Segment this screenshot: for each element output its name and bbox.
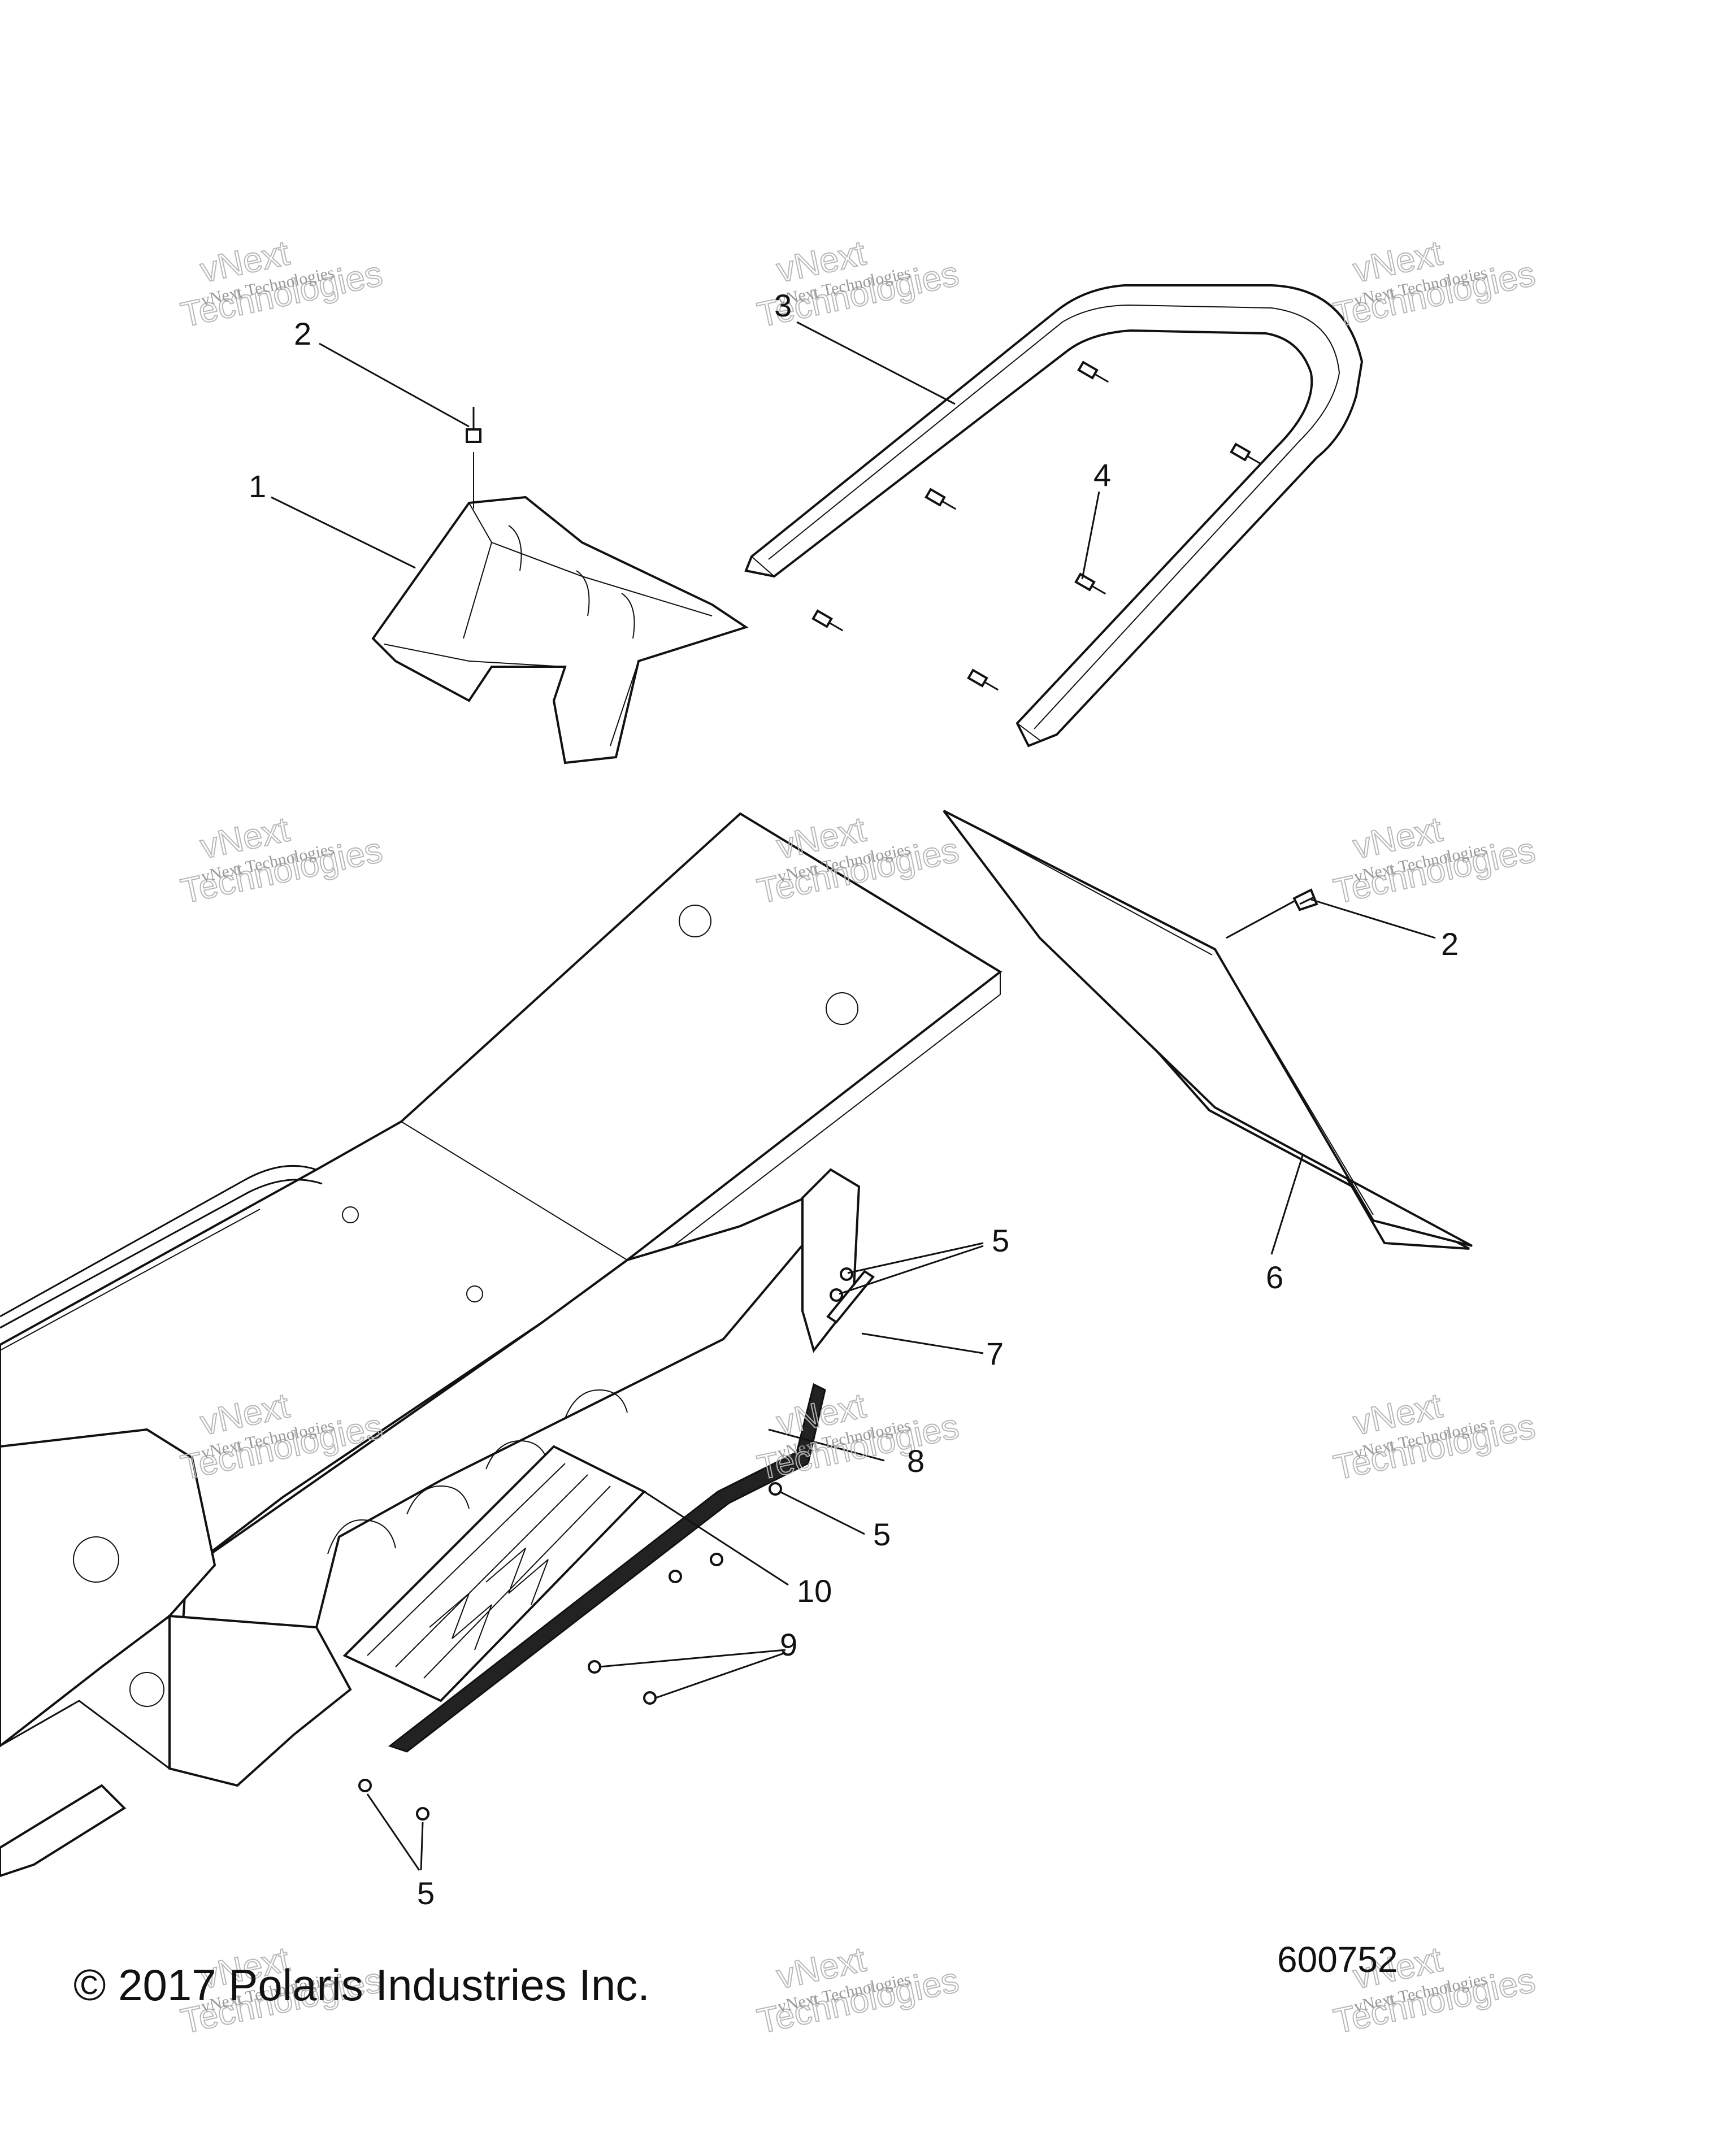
watermark: vNext Technologies vNext Technologies	[753, 1385, 962, 1488]
watermark: vNext Technologies vNext Technologies	[177, 233, 386, 335]
watermark: vNext Technologies vNext Technologies	[177, 809, 386, 911]
part-7-clip	[826, 1270, 875, 1324]
copyright: © 2017 Polaris Industries Inc.	[73, 1960, 650, 2010]
part-2-bolt-top	[466, 407, 481, 509]
part-8-runner	[388, 1383, 826, 1753]
watermark: vNext Technologies vNext Technologies	[753, 1939, 962, 2041]
figure-number: 600752	[1277, 1939, 1398, 1980]
callout-5-mid: 5	[873, 1517, 891, 1552]
leader-lines	[271, 321, 1436, 1871]
part-6-flap	[943, 810, 1473, 1250]
callouts: 2 1 3 4 2 6 5 7 8 5 10 9 5	[249, 288, 1459, 1911]
part-2-rivet-right	[1292, 888, 1318, 911]
callout-2-right: 2	[1441, 926, 1459, 962]
part-3-grab-handle	[744, 284, 1364, 748]
watermark: vNext Technologies vNext Technologies	[1330, 1385, 1539, 1488]
callout-3: 3	[774, 288, 792, 323]
callout-8: 8	[907, 1443, 925, 1479]
part-4-bolts	[811, 360, 1262, 691]
watermark: vNext Technologies vNext Technologies	[1330, 809, 1539, 911]
callout-10: 10	[797, 1573, 832, 1609]
callout-5-upper: 5	[992, 1223, 1009, 1258]
part-1-bracket	[371, 496, 749, 764]
tunnel-chassis	[0, 812, 1002, 1878]
callout-1: 1	[249, 468, 266, 504]
callout-9: 9	[780, 1627, 797, 1662]
callout-7: 7	[986, 1336, 1004, 1371]
callout-4: 4	[1093, 457, 1111, 493]
watermark: vNext Technologies vNext Technologies	[1330, 233, 1539, 335]
callout-6: 6	[1266, 1259, 1283, 1295]
callout-5-lower: 5	[417, 1875, 435, 1911]
callout-2-top: 2	[294, 316, 311, 351]
